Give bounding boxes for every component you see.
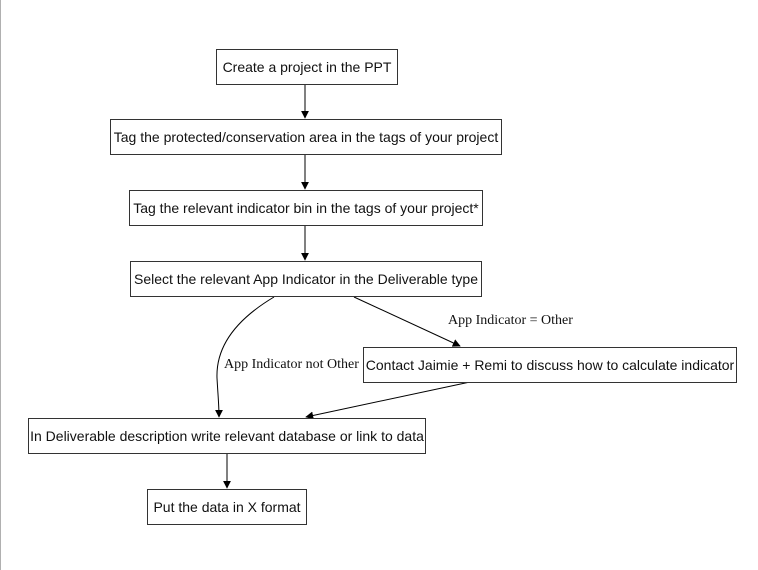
edge-contact-to-description xyxy=(305,381,471,420)
edge-label-indicator-not-other: App Indicator not Other xyxy=(224,357,359,373)
canvas-left-border xyxy=(0,0,1,570)
node-contact-jaimie-remi: Contact Jaimie + Remi to discuss how to … xyxy=(363,347,737,383)
edge-select-indicator-to-description xyxy=(214,296,275,418)
node-tag-protected-area: Tag the protected/conservation area in t… xyxy=(110,119,502,155)
node-tag-indicator-bin: Tag the relevant indicator bin in the ta… xyxy=(129,190,483,226)
node-select-app-indicator: Select the relevant App Indicator in the… xyxy=(130,261,482,297)
edge-select-indicator-to-contact xyxy=(353,296,461,347)
node-put-data-format: Put the data in X format xyxy=(147,489,307,525)
edge-label-indicator-other: App Indicator = Other xyxy=(448,313,573,329)
node-deliverable-description: In Deliverable description write relevan… xyxy=(28,418,426,454)
node-create-project: Create a project in the PPT xyxy=(216,49,398,85)
